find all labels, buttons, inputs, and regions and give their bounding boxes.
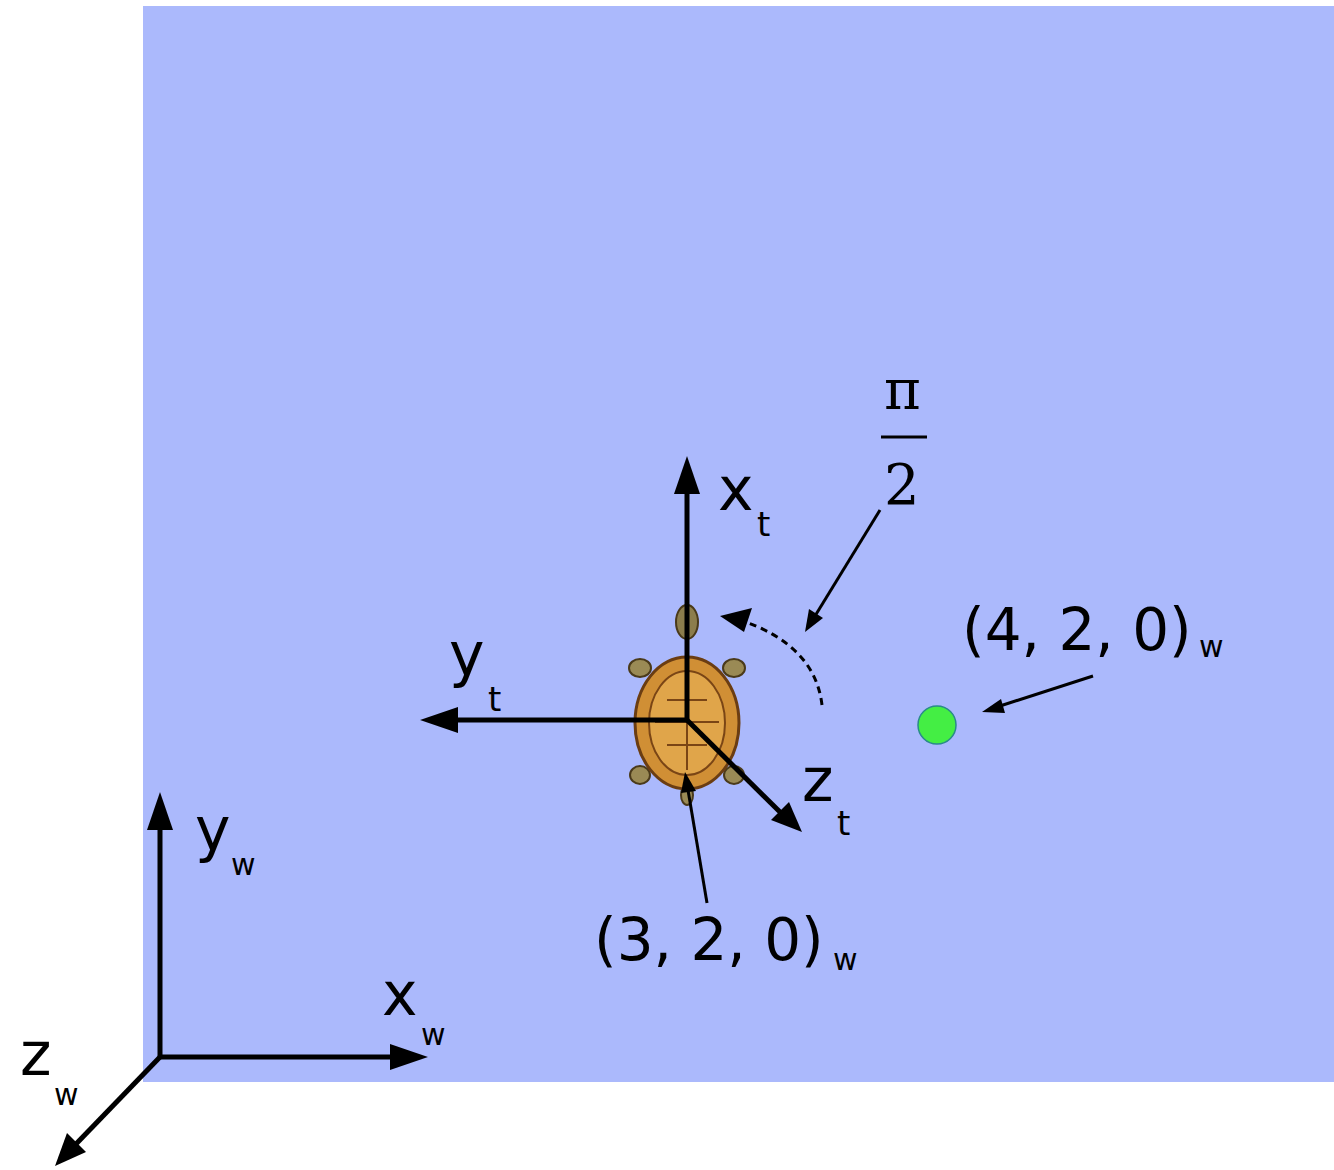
axis-subscript: t — [837, 806, 850, 840]
arrowhead — [720, 608, 752, 632]
axis-subscript: t — [757, 507, 770, 541]
point-coordinate: (4, 2, 0) — [962, 601, 1192, 659]
axis-name: x — [382, 964, 418, 1024]
frame-subscript: w — [231, 850, 256, 880]
angle-numerator: π — [884, 362, 921, 418]
rotation-arc — [740, 620, 822, 705]
axis-name: y — [449, 624, 485, 684]
point-coordinate: (3, 2, 0) — [594, 911, 824, 969]
angle-denominator: 2 — [884, 457, 920, 513]
frame-subscript: w — [1199, 632, 1224, 662]
frame-subscript: w — [54, 1080, 79, 1110]
frame-subscript: w — [421, 1020, 446, 1050]
frame-subscript: w — [833, 945, 858, 975]
axis-subscript: t — [488, 682, 501, 716]
axis-name: y — [195, 799, 231, 859]
axis-name: z — [802, 750, 834, 810]
water-ground — [143, 6, 1334, 1082]
axis-name: z — [20, 1024, 52, 1084]
fraction-bar — [881, 436, 927, 439]
leader-lines — [681, 510, 1093, 903]
world-axes — [55, 792, 428, 1166]
axis-name: x — [718, 459, 754, 519]
turtle-axes — [420, 456, 802, 832]
point-dot — [918, 706, 956, 744]
